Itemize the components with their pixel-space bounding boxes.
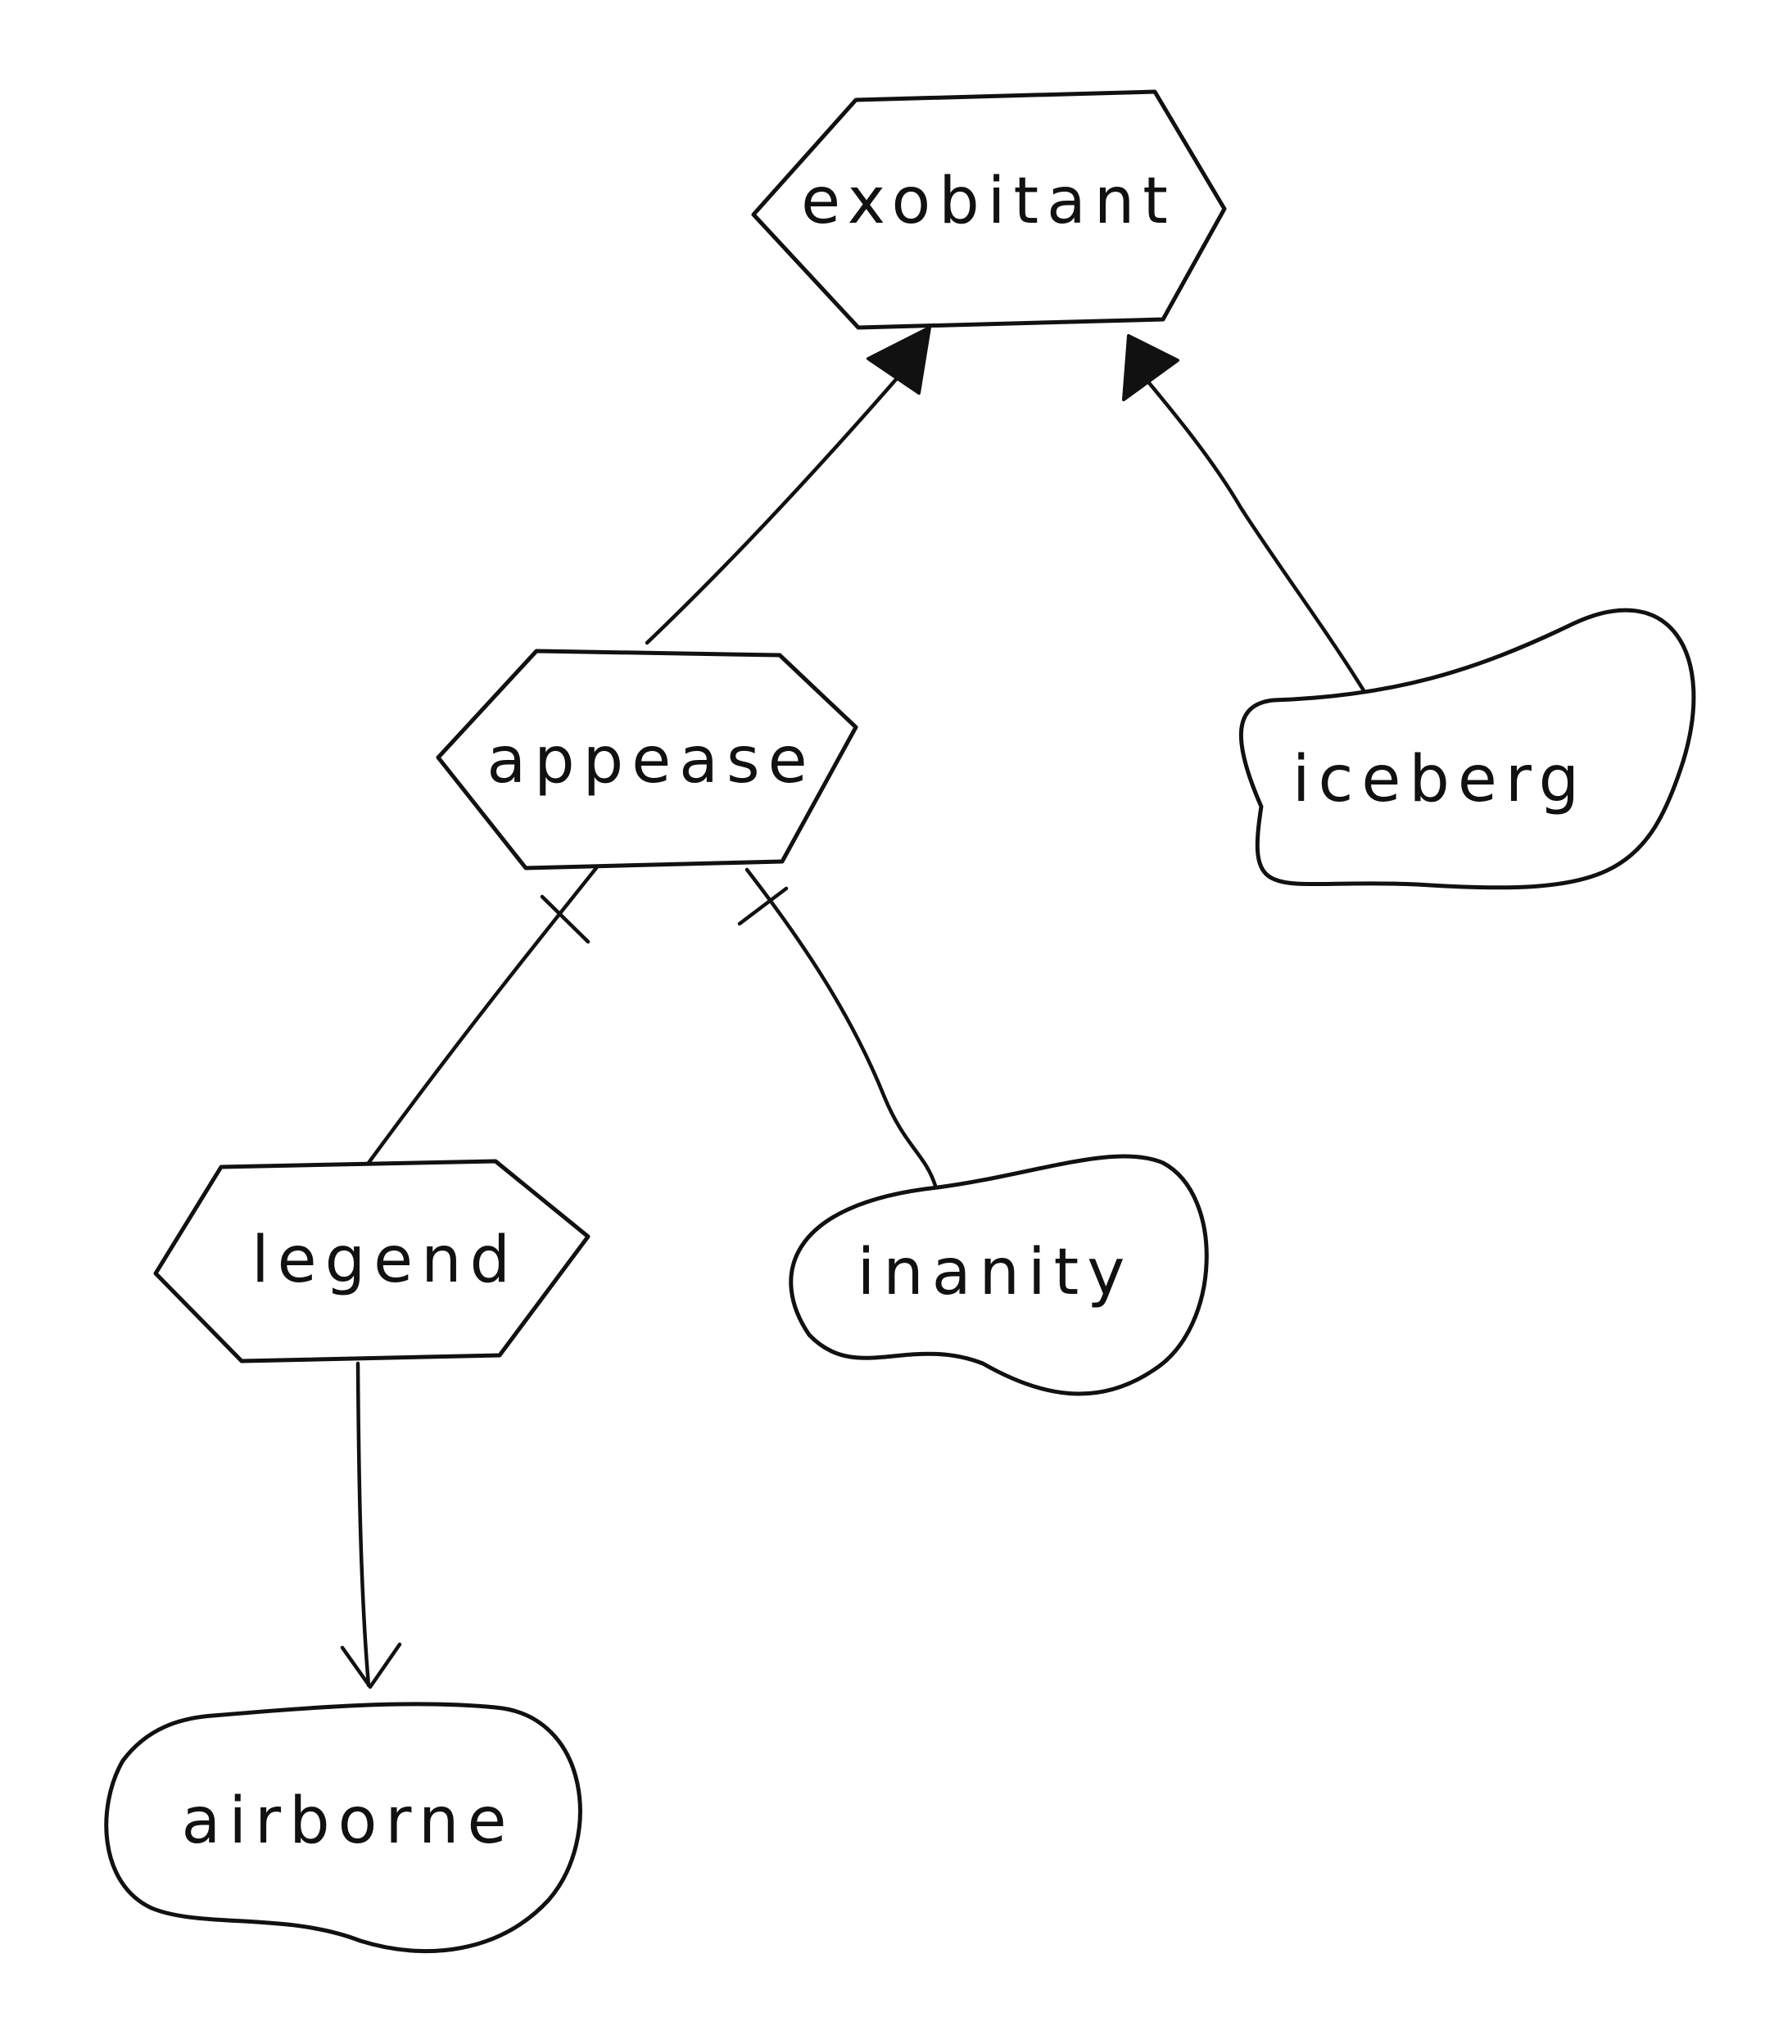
edge-arrowhead	[340, 1642, 402, 1689]
node-exobitant[interactable]: exobitant	[751, 89, 1227, 330]
edge-legend-airborne	[340, 1361, 402, 1689]
node-blob-shape	[789, 1154, 1209, 1396]
node-label: inanity	[858, 1236, 1134, 1309]
nodes: exobitant appease legend iceberg inanity…	[104, 89, 1696, 1954]
edge-appease-legend	[366, 866, 599, 1165]
node-legend[interactable]: legend	[153, 1159, 591, 1363]
edge-cross-marker	[540, 894, 591, 944]
node-label: iceberg	[1292, 743, 1587, 816]
edges	[340, 326, 1369, 1689]
node-label: airborne	[182, 1784, 515, 1858]
edge-cross-marker	[737, 886, 789, 926]
node-inanity[interactable]: inanity	[789, 1154, 1209, 1396]
node-label: legend	[251, 1223, 518, 1297]
node-hexagon-shape	[436, 649, 858, 871]
node-label: exobitant	[801, 165, 1176, 238]
node-label: appease	[486, 724, 815, 798]
edge-appease-inanity	[737, 867, 938, 1188]
edge-arrowhead	[867, 326, 931, 395]
node-airborne[interactable]: airborne	[104, 1702, 582, 1954]
node-hexagon-shape	[153, 1159, 591, 1363]
node-hexagon-shape	[751, 89, 1227, 330]
edge-iceberg-exobitant	[1122, 334, 1369, 697]
edge-appease-exobitant	[645, 326, 931, 645]
node-blob-shape	[104, 1702, 582, 1954]
node-appease[interactable]: appease	[436, 649, 858, 871]
edge-arrowhead	[1122, 334, 1179, 401]
node-blob-shape	[1238, 608, 1696, 890]
node-iceberg[interactable]: iceberg	[1238, 608, 1696, 890]
